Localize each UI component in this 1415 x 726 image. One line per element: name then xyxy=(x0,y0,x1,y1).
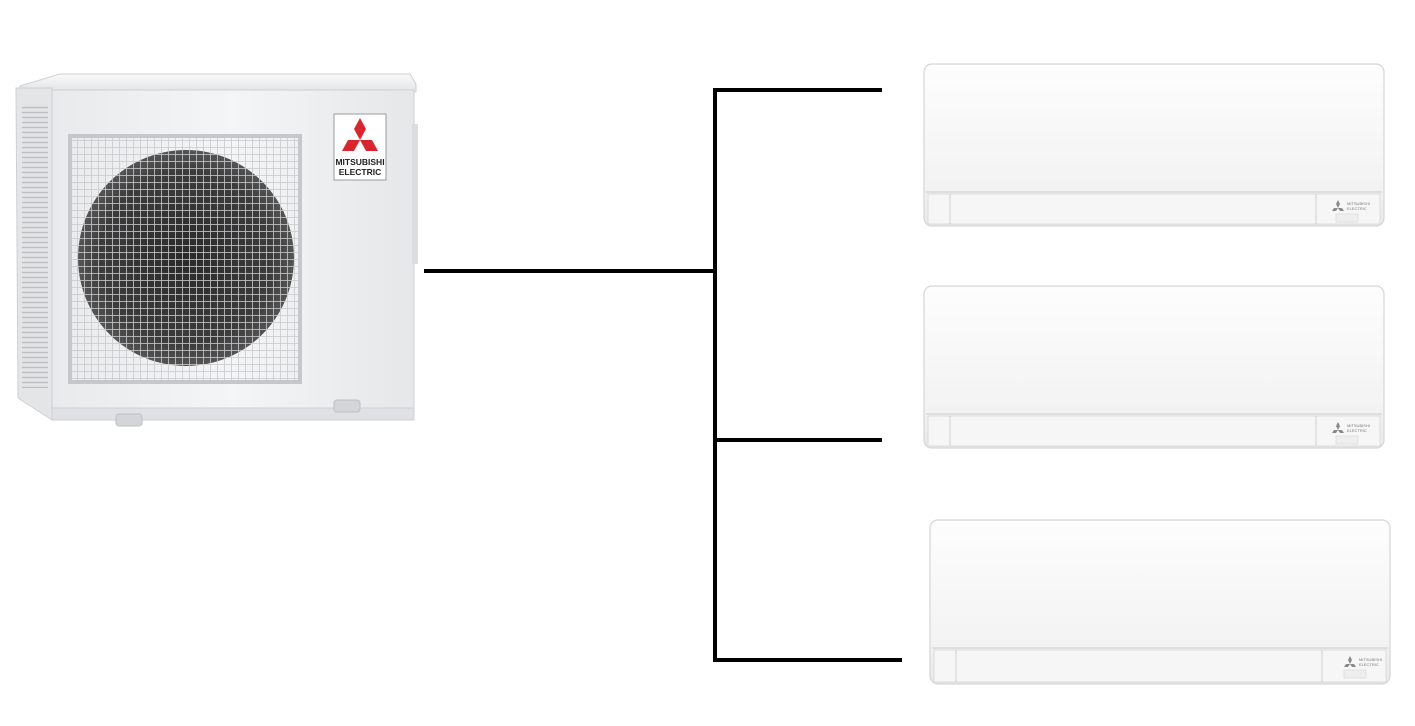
fan-grill-frame xyxy=(68,134,302,384)
refrigerant-connections xyxy=(424,88,902,662)
indoor-unit-vane xyxy=(927,193,1381,225)
indoor-unit-body xyxy=(929,519,1391,685)
outdoor-logo-box xyxy=(333,113,387,181)
outdoor-unit-foot-right xyxy=(333,399,361,413)
mitsubishi-logo-icon xyxy=(1332,200,1344,211)
side-fins xyxy=(22,104,48,388)
mitsubishi-logo-icon xyxy=(342,118,378,151)
indoor-unit-vane xyxy=(927,415,1381,447)
indoor-receiver xyxy=(1343,669,1367,679)
outdoor-unit-right-edge xyxy=(412,124,418,264)
outdoor-unit: MITSUBISHI ELECTRIC xyxy=(15,73,418,427)
outdoor-brand-line1: MITSUBISHI xyxy=(335,157,384,167)
indoor-unit-body xyxy=(923,285,1385,449)
indoor-unit-2: MITSUBISHI ELECTRIC xyxy=(923,285,1385,449)
indoor-receiver xyxy=(1335,213,1359,223)
outdoor-unit-top xyxy=(19,73,417,93)
indoor-brand-line1: MITSUBISHI xyxy=(1359,657,1382,662)
indoor-brand-line1: MITSUBISHI xyxy=(1347,201,1370,206)
indoor-unit-3: MITSUBISHI ELECTRIC xyxy=(929,519,1391,685)
indoor-unit-vane xyxy=(933,649,1387,683)
outdoor-unit-foot-left xyxy=(115,413,143,427)
fan-grill xyxy=(72,138,298,380)
mitsubishi-logo-icon xyxy=(1332,422,1344,433)
indoor-brand-line2: ELECTRIC xyxy=(1359,662,1379,667)
indoor-unit-1: MITSUBISHI ELECTRIC xyxy=(923,63,1385,227)
mitsubishi-logo-icon xyxy=(1344,656,1356,667)
indoor-brand-line1: MITSUBISHI xyxy=(1347,423,1370,428)
outdoor-brand-line2: ELECTRIC xyxy=(339,167,382,177)
indoor-brand-line2: ELECTRIC xyxy=(1347,206,1367,211)
indoor-receiver xyxy=(1335,435,1359,445)
indoor-brand-line2: ELECTRIC xyxy=(1347,428,1367,433)
indoor-unit-body xyxy=(923,63,1385,227)
